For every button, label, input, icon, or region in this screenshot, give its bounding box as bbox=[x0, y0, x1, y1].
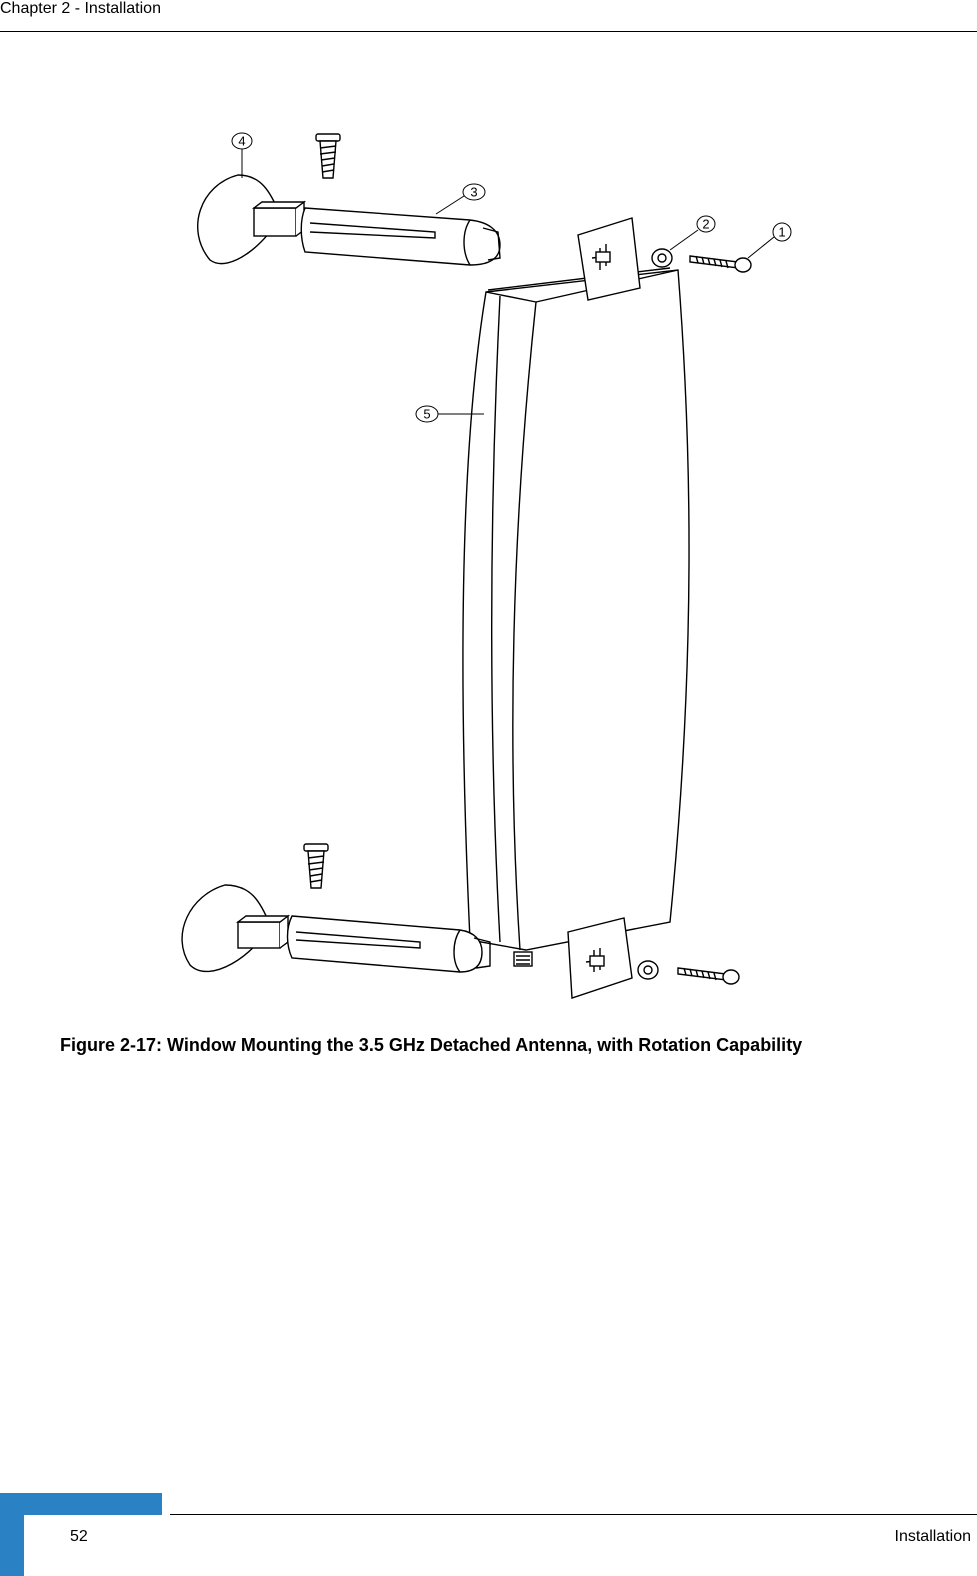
antenna-housing bbox=[462, 267, 690, 951]
antenna-mounting-diagram: 1 2 3 4 5 bbox=[181, 132, 792, 999]
top-arm bbox=[300, 207, 501, 266]
bottom-bracket bbox=[567, 917, 633, 999]
bottom-suction-cup bbox=[181, 884, 291, 972]
bottom-mounting-screw bbox=[303, 843, 329, 889]
top-washer bbox=[651, 248, 673, 268]
footer-accent-bar bbox=[0, 1493, 162, 1515]
connector bbox=[513, 951, 533, 967]
top-suction-cup bbox=[197, 174, 307, 265]
footer-rule bbox=[170, 1514, 977, 1515]
page-number: 52 bbox=[70, 1528, 88, 1545]
callout-1: 1 bbox=[778, 224, 785, 239]
callout-3: 3 bbox=[470, 184, 477, 199]
top-bracket bbox=[577, 217, 641, 301]
bottom-wall-screw bbox=[677, 967, 740, 985]
footer-section-title: Installation bbox=[894, 1528, 972, 1545]
bottom-washer bbox=[637, 960, 659, 980]
antenna-mounting-figure: 1 2 3 4 5 bbox=[170, 120, 810, 1010]
header-rule bbox=[0, 31, 977, 32]
callout-2: 2 bbox=[702, 216, 709, 231]
figure-caption: Figure 2-17: Window Mounting the 3.5 GHz… bbox=[60, 1035, 803, 1055]
callout-4: 4 bbox=[238, 133, 245, 148]
bottom-arm bbox=[286, 915, 491, 973]
top-wall-screw bbox=[689, 255, 752, 273]
top-mounting-screw bbox=[315, 133, 341, 179]
callout-5: 5 bbox=[423, 406, 430, 421]
running-header: Chapter 2 - Installation bbox=[0, 0, 161, 17]
footer-accent-strip bbox=[0, 1493, 24, 1576]
